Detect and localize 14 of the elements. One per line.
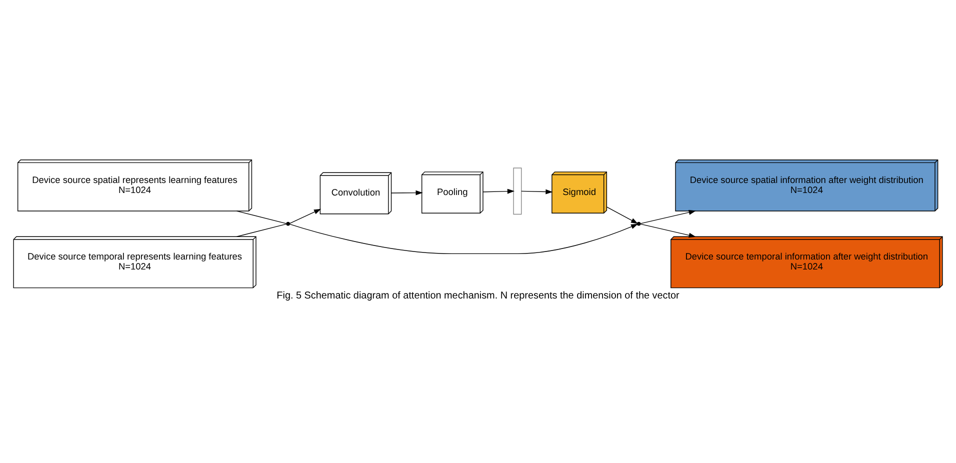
- arrow: [640, 223, 696, 238]
- connector: [236, 223, 287, 236]
- node-point: [636, 221, 641, 226]
- arrow: [391, 190, 423, 195]
- connector: [236, 210, 287, 224]
- node-bar: [513, 167, 522, 214]
- arrow: [289, 223, 638, 254]
- arrow: [289, 208, 322, 224]
- node-point: [286, 221, 290, 226]
- arrow: [640, 209, 696, 224]
- arrow: [521, 188, 553, 194]
- arrow: [482, 188, 515, 194]
- arrow: [606, 206, 638, 224]
- caption: Fig. 5 Schematic diagram of attention mechanism. N represents the dimension of the vector: [276, 290, 680, 302]
